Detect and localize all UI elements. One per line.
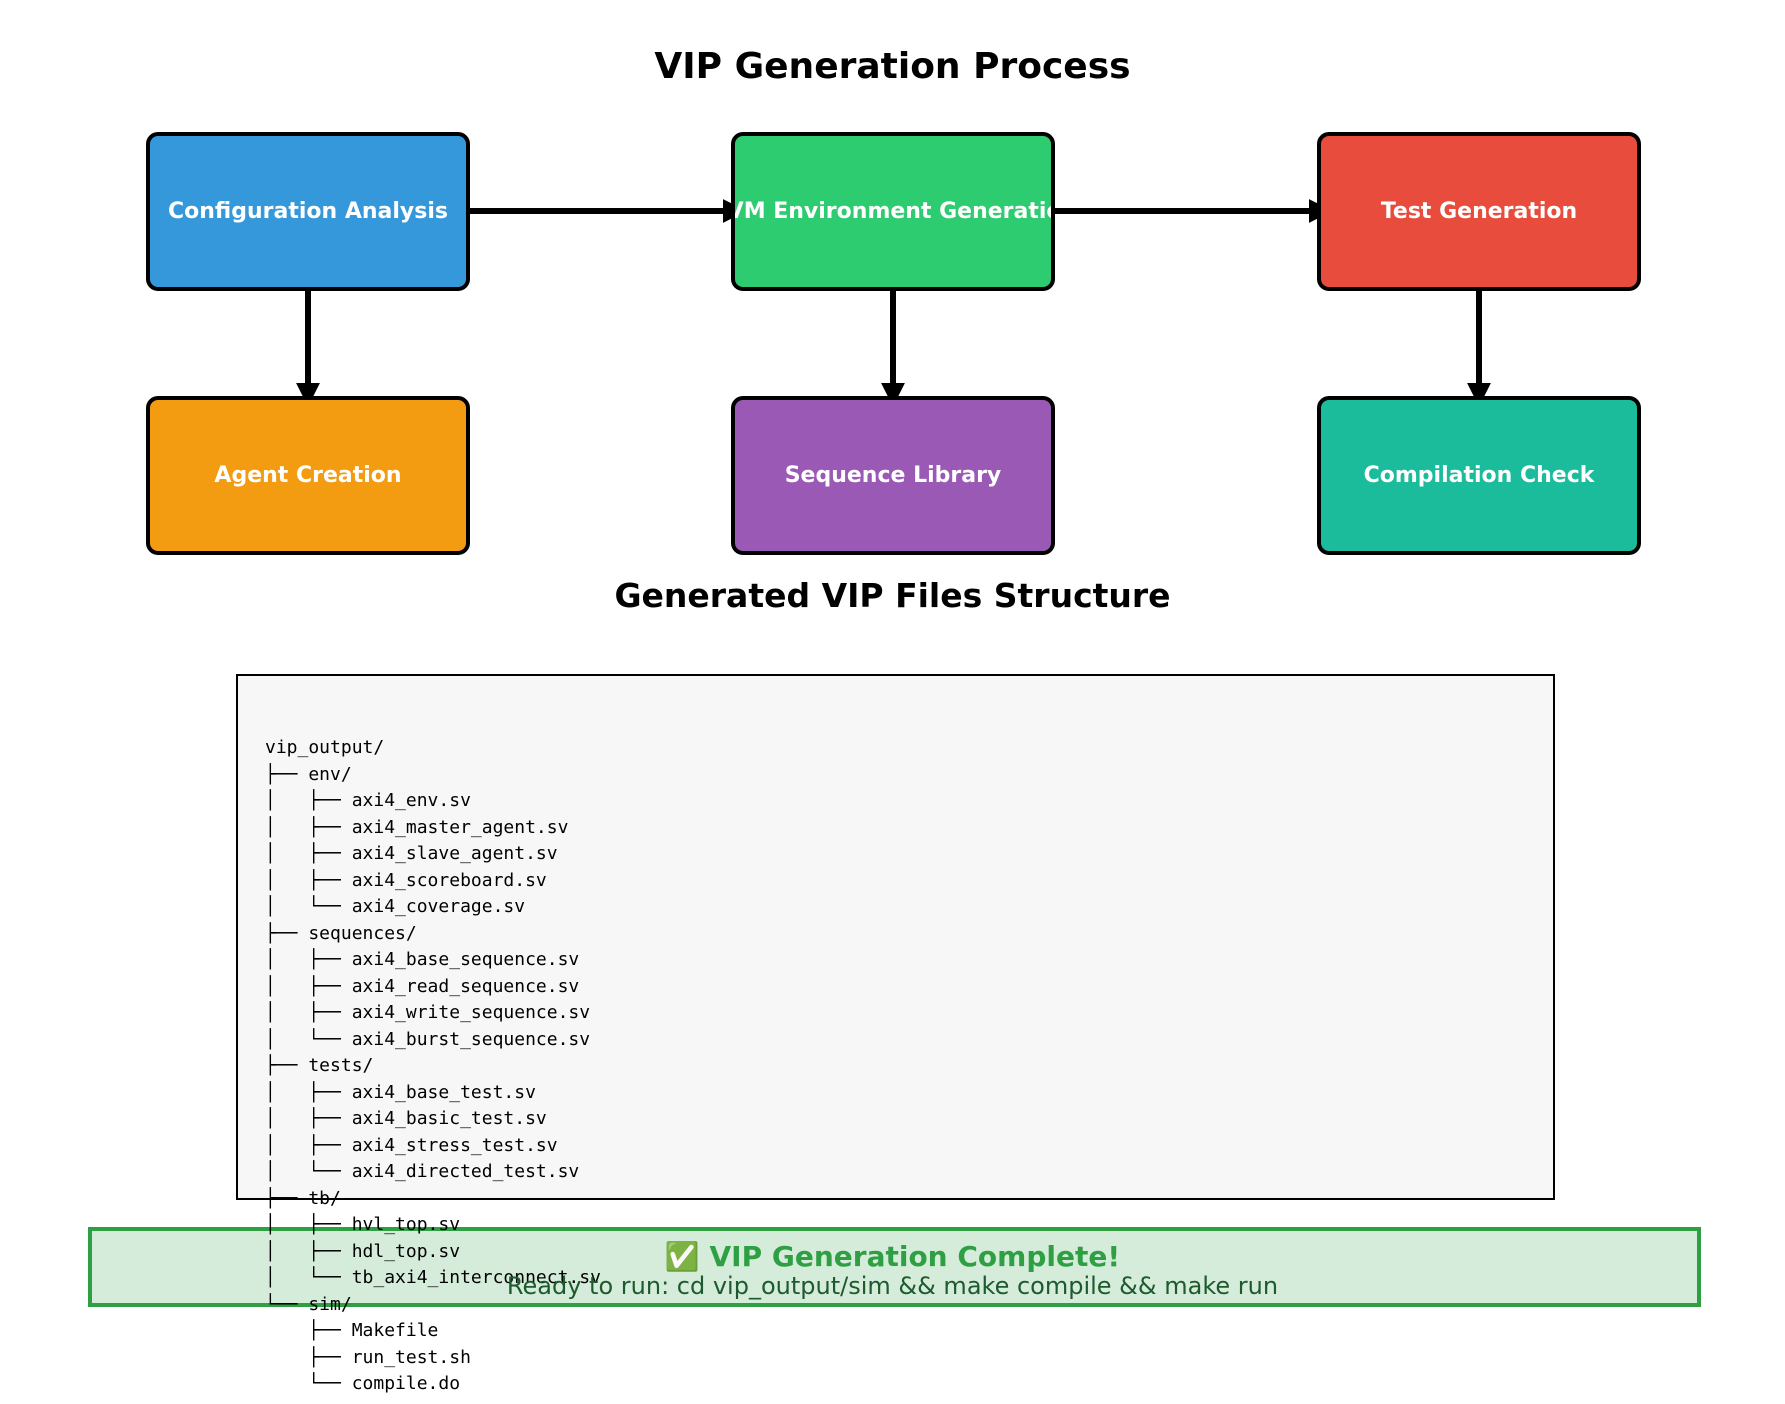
- file-tree-line: │ ├── axi4_master_agent.sv: [265, 816, 569, 838]
- file-tree-line: vip_output/: [265, 737, 385, 758]
- stage-label: Configuration Analysis: [168, 199, 448, 224]
- file-tree-line: │ └── axi4_coverage.sv: [265, 896, 526, 917]
- file-tree-line: ├── tests/: [265, 1055, 374, 1076]
- file-tree-line: │ ├── axi4_slave_agent.sv: [265, 843, 558, 864]
- file-tree-line: │ ├── axi4_stress_test.sv: [265, 1134, 558, 1156]
- file-tree-line: │ ├── axi4_basic_test.sv: [265, 1108, 547, 1129]
- file-tree-line: │ ├── axi4_scoreboard.sv: [265, 869, 547, 891]
- file-tree-line: │ └── axi4_directed_test.sv: [265, 1161, 580, 1182]
- file-tree-line: │ ├── axi4_write_sequence.sv: [265, 1002, 591, 1023]
- file-tree-line: │ └── axi4_burst_sequence.sv: [265, 1028, 591, 1050]
- file-tree: vip_output/ ├── env/ │ ├── axi4_env.sv │ ├─…: [265, 735, 601, 1398]
- file-tree-line: │ ├── axi4_env.sv: [265, 790, 471, 811]
- file-tree-line: └── compile.do: [265, 1373, 461, 1394]
- file-tree-line: └── sim/: [265, 1293, 352, 1315]
- run-command: Ready to run: cd vip_output/sim && make …: [506, 1272, 1279, 1300]
- file-tree-line: ├── sequences/: [265, 922, 417, 944]
- file-tree-line: │ ├── axi4_base_test.sv: [265, 1081, 536, 1103]
- file-tree-line: │ ├── axi4_read_sequence.sv: [265, 975, 580, 997]
- stage-label: Sequence Library: [784, 463, 1002, 488]
- completion-banner: [88, 1227, 1701, 1307]
- files-structure-title: Generated VIP Files Structure: [614, 576, 1171, 615]
- file-tree-line: ├── Makefile: [265, 1320, 439, 1341]
- file-tree-line: │ ├── axi4_base_sequence.sv: [265, 949, 580, 970]
- file-tree-panel: [236, 674, 1555, 1200]
- stage-label: UVM Environment Generation: [735, 199, 1051, 224]
- stage-label: Compilation Check: [1363, 463, 1595, 488]
- stage-uvm-environment-generation: UVM Environment Generation: [731, 132, 1055, 291]
- stage-agent-creation: Agent Creation: [146, 396, 470, 555]
- file-tree-line: │ ├── hdl_top.sv: [265, 1240, 461, 1262]
- file-tree-line: ├── env/: [265, 763, 352, 785]
- flow-arrows: [296, 199, 1491, 407]
- stage-sequence-library: Sequence Library: [731, 396, 1055, 555]
- stage-compilation-check: Compilation Check: [1317, 396, 1641, 555]
- file-tree-line: ├── run_test.sh: [265, 1346, 471, 1368]
- stage-test-generation: Test Generation: [1317, 132, 1641, 291]
- completion-title: ✅ VIP Generation Complete!: [664, 1240, 1121, 1273]
- file-tree-line: │ ├── hvl_top.sv: [265, 1214, 461, 1235]
- stage-configuration-analysis: Configuration Analysis: [146, 132, 470, 291]
- stage-label: Test Generation: [1380, 199, 1578, 224]
- file-tree-line: │ └── tb_axi4_interconnect.sv: [265, 1267, 601, 1288]
- stage-label: Agent Creation: [214, 463, 402, 488]
- diagram-title: VIP Generation Process: [654, 46, 1131, 87]
- file-tree-line: ├── tb/: [265, 1187, 341, 1209]
